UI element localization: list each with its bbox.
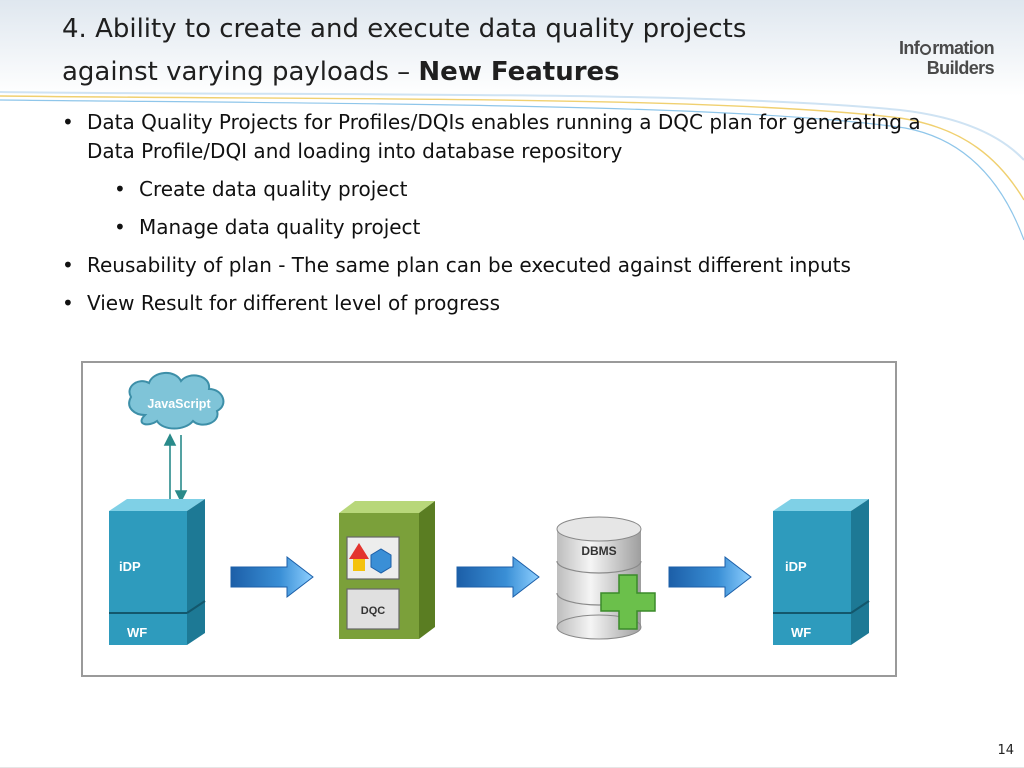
diagram-svg: JavaScript iDP WF: [109, 372, 870, 645]
title-new-features: New Features: [418, 57, 620, 87]
page-number: 14: [997, 743, 1014, 758]
sub-bullet-item: • Manage data quality project: [114, 213, 962, 242]
flow-arrow-icon: [456, 555, 540, 599]
bullet-text: Manage data quality project: [139, 215, 421, 239]
bullet-item: • Reusability of plan - The same plan ca…: [62, 251, 962, 280]
plus-icon: [600, 574, 656, 630]
title-line-2: against varying payloads –: [62, 57, 419, 87]
server-right-bottom-label: WF: [791, 625, 811, 640]
logo-text-a: Inf: [898, 38, 920, 58]
javascript-cloud-icon: JavaScript: [128, 372, 225, 430]
bullet-dot: •: [62, 110, 74, 134]
bullet-text: Reusability of plan - The same plan can …: [87, 253, 851, 277]
logo-line-2: Builders: [926, 58, 995, 78]
bullet-list: • Data Quality Projects for Profiles/DQI…: [62, 108, 962, 327]
shape-triangle-icon: [349, 543, 369, 559]
slide-title: 4. Ability to create and execute data qu…: [62, 8, 862, 94]
server-right-icon: iDP WF: [773, 499, 870, 645]
server-left-bottom-label: WF: [127, 625, 147, 640]
bullet-dot: •: [114, 215, 126, 239]
db-label: DBMS: [581, 544, 616, 558]
bidirectional-arrows: [163, 433, 188, 503]
bullet-text: Data Quality Projects for Profiles/DQIs …: [87, 110, 921, 163]
database-icon: DBMS: [556, 516, 656, 640]
bullet-text: Create data quality project: [139, 177, 408, 201]
architecture-diagram: JavaScript iDP WF: [81, 361, 897, 677]
bullet-text: View Result for different level of progr…: [87, 291, 501, 315]
flow-arrow-icon: [230, 555, 314, 599]
bullet-item: • View Result for different level of pro…: [62, 289, 962, 318]
shape-square-icon: [353, 559, 365, 571]
flow-arrow-icon: [668, 555, 752, 599]
server-right-top-label: iDP: [785, 559, 807, 574]
cloud-label: JavaScript: [147, 397, 211, 411]
dqc-label: DQC: [361, 605, 386, 617]
title-line-1: 4. Ability to create and execute data qu…: [62, 14, 747, 44]
logo-o-icon: [920, 44, 932, 55]
server-left-top-label: iDP: [119, 559, 141, 574]
bullet-dot: •: [114, 177, 126, 201]
bullet-item: • Data Quality Projects for Profiles/DQI…: [62, 108, 962, 166]
information-builders-logo: Inf rmation Builders: [898, 38, 995, 78]
bullet-dot: •: [62, 291, 74, 315]
shape-cube-icon: [370, 548, 392, 574]
dqc-server-icon: DQC: [339, 501, 435, 639]
bullet-dot: •: [62, 253, 74, 277]
server-left-icon: iDP WF: [109, 499, 206, 645]
sub-bullet-item: • Create data quality project: [114, 175, 962, 204]
logo-text-b: rmation: [932, 38, 994, 58]
